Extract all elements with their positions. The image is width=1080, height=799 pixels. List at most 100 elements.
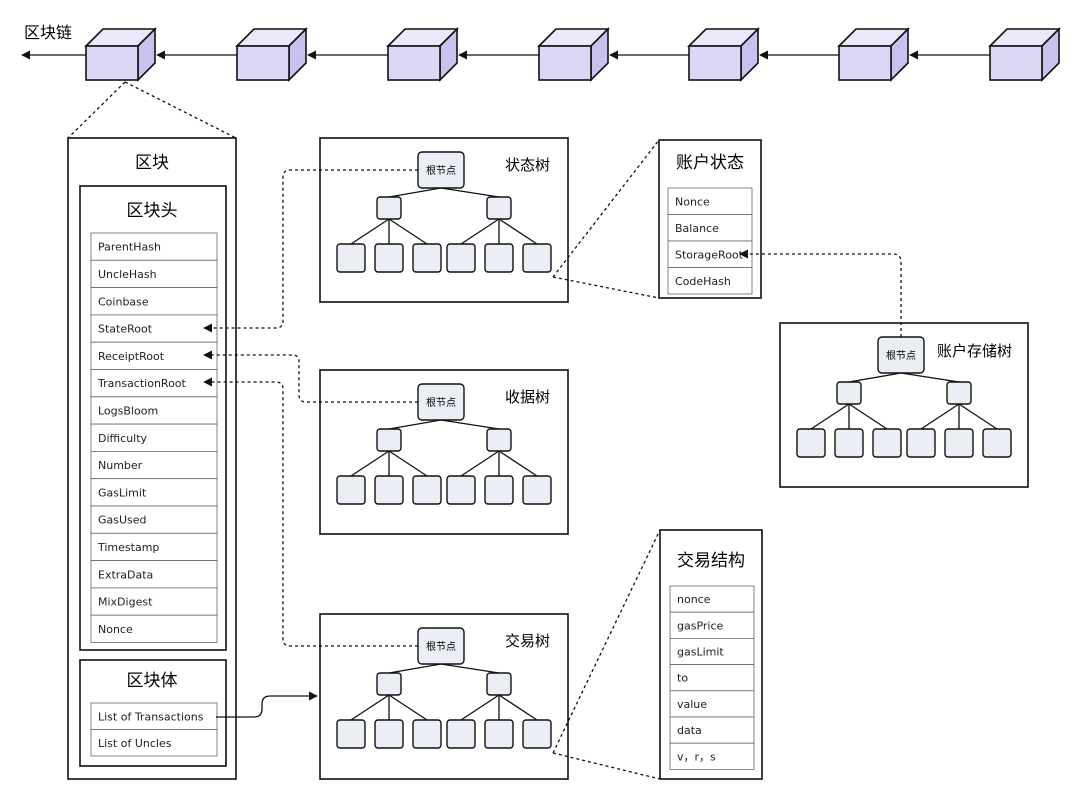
zoom-line-right [124, 81, 237, 139]
tree-leaf-node [446, 719, 476, 749]
tree-branch-node [376, 428, 402, 452]
tree-leaf-node [944, 428, 974, 458]
tree-branch-node [376, 672, 402, 696]
tx-field-cell [669, 585, 755, 613]
account-field-label: Balance [675, 222, 719, 235]
tree-edge [900, 372, 960, 383]
tree-edge [810, 403, 850, 430]
header-field-label: Coinbase [98, 295, 149, 308]
account-field-cell [667, 240, 753, 268]
tree-edge [920, 403, 960, 430]
tree-leaf-node [484, 243, 514, 273]
block-cube [386, 27, 459, 82]
tree-edge [388, 450, 428, 477]
receipt-tree-title: 收据树 [505, 388, 550, 406]
tree-edge [848, 372, 902, 383]
tree-leaf-node [374, 719, 404, 749]
tx-field-label: gasPrice [677, 619, 724, 632]
header-field-label: GasLimit [98, 486, 147, 499]
tree-leaf-node [484, 719, 514, 749]
state-tree-root-label: 根节点 [426, 164, 456, 177]
account-field-cell [667, 187, 753, 215]
tree-edge [440, 419, 500, 430]
block-cube [235, 27, 308, 82]
tx-field-cell [669, 690, 755, 718]
tree-branch-node [836, 381, 862, 405]
tx-field-label: nonce [677, 593, 711, 606]
storage-tree-title: 账户存储树 [937, 342, 1012, 360]
tree-edge [350, 218, 390, 245]
tree-branch-node [486, 672, 512, 696]
header-field-cell [90, 478, 218, 507]
header-field-cell [90, 560, 218, 589]
tree-leaf-node [374, 243, 404, 273]
body-field-label: List of Uncles [98, 737, 172, 750]
tx-field-cell [669, 638, 755, 666]
tree-leaf-node [412, 719, 442, 749]
tree-edge [350, 450, 390, 477]
body-field-label: List of Transactions [98, 710, 204, 723]
tree-edge [440, 663, 500, 674]
tree-edge [388, 694, 428, 721]
header-field-label: ReceiptRoot [98, 350, 165, 363]
tx-zoom-line-bottom [552, 752, 661, 780]
tx-field-label: gasLimit [677, 646, 724, 659]
tree-leaf-node [446, 475, 476, 505]
header-field-cell [90, 614, 218, 643]
header-field-label: UncleHash [98, 268, 157, 281]
tx-field-label: to [677, 672, 688, 685]
tree-edge [460, 694, 500, 721]
tree-leaf-node [484, 475, 514, 505]
transaction-tree-title: 交易树 [505, 632, 550, 650]
tree-edge [388, 663, 442, 674]
header-field-label: Timestamp [97, 541, 159, 554]
tree-edge [388, 419, 442, 430]
tree-branch-node [486, 428, 512, 452]
tree-edge [958, 403, 998, 430]
tree-leaf-node [336, 243, 366, 273]
storage-tree-root-label: 根节点 [886, 349, 916, 362]
tree-leaf-node [522, 719, 552, 749]
header-field-label: TransactionRoot [97, 377, 187, 390]
body-field-cell [90, 729, 218, 757]
tree-leaf-node [796, 428, 826, 458]
transactionroot-link [203, 377, 418, 647]
tree-edge [350, 694, 390, 721]
blockchain-row [21, 27, 1061, 82]
header-field-cell [90, 587, 218, 616]
tree-leaf-node [336, 475, 366, 505]
zoom-line-left [67, 81, 126, 139]
blockchain-label: 区块链 [24, 23, 72, 42]
block-cube [84, 27, 157, 82]
header-field-cell [90, 369, 218, 398]
block-cube [988, 27, 1061, 82]
account-field-label: StorageRoot [675, 248, 744, 261]
tree-edge [498, 218, 538, 245]
tx-field-cell [669, 716, 755, 744]
tx-field-label: v，r，s [677, 750, 716, 763]
stateroot-link [203, 169, 418, 333]
tx-zoom-line-top [552, 529, 661, 754]
tx-field-label: data [677, 724, 702, 737]
tree-leaf-node [336, 719, 366, 749]
tree-edge [848, 403, 888, 430]
header-field-label: ExtraData [98, 568, 153, 581]
header-field-label: Nonce [98, 623, 133, 636]
tree-edge [388, 218, 428, 245]
header-field-cell [90, 287, 218, 316]
tree-edge [440, 187, 500, 198]
tree-leaf-node [906, 428, 936, 458]
header-field-cell [90, 532, 218, 561]
body-field-cell [90, 702, 218, 730]
header-field-label: Number [98, 459, 143, 472]
tree-leaf-node [412, 243, 442, 273]
tree-branch-node [376, 196, 402, 220]
account-field-label: CodeHash [675, 275, 731, 288]
tree-leaf-node [834, 428, 864, 458]
